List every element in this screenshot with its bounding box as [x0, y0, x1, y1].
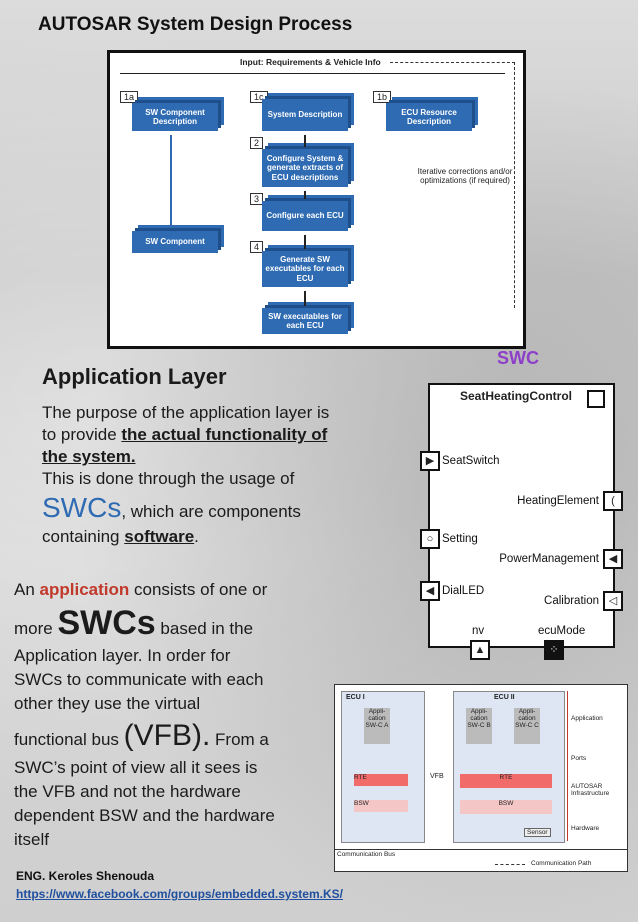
input-label: Input: Requirements & Vehicle Info	[240, 57, 381, 67]
swc-diagram: SeatHeatingControl ▶ SeatSwitch ( Heatin…	[420, 383, 623, 660]
layer-hardware: Hardware	[571, 825, 600, 832]
tag-3: 3	[250, 193, 264, 205]
ecu-resource-description-box: ECU Resource Description	[386, 103, 472, 131]
feedback-line-right	[514, 62, 516, 308]
text-highlight: application	[39, 580, 130, 599]
text-underlined: the actual functionality of the system.	[42, 425, 328, 466]
application-layer-heading: Application Layer	[42, 364, 227, 389]
swc-c: Appli-cation SW-C C	[514, 708, 540, 744]
comm-bus-label: Communication Bus	[337, 851, 396, 858]
text: functional bus	[14, 730, 124, 749]
layer-axis	[567, 691, 568, 841]
rte1: RTE	[354, 774, 408, 786]
port-label: DialLED	[442, 585, 485, 597]
client-port-icon: (	[603, 491, 623, 511]
text: Application layer. In order for	[14, 646, 231, 665]
vfb-diagram: ECU I Appli-cation SW-C A RTE BSW ECU II…	[334, 684, 628, 872]
group-link[interactable]: https://www.facebook.com/groups/embedded…	[16, 887, 343, 901]
text-underlined: software	[124, 527, 195, 546]
connector	[304, 235, 306, 249]
comm-path-label: Communication Path	[531, 860, 592, 867]
comm-bus-line	[335, 849, 627, 850]
sensor: Sensor	[524, 828, 551, 837]
iterative-note: Iterative corrections and/or optimizatio…	[417, 167, 513, 185]
rte2: RTE	[460, 774, 552, 788]
layer-application: Application	[571, 715, 603, 722]
system-description-box: System Description	[262, 99, 348, 131]
ecu1-label: ECU I	[346, 694, 365, 701]
port-label: HeatingElement	[517, 495, 599, 507]
swc-name: SeatHeatingControl	[460, 389, 573, 403]
vfb-label: VFB	[430, 773, 444, 780]
text: An	[14, 580, 40, 599]
text: SWCs to communicate with each	[14, 670, 264, 689]
component-icon	[587, 390, 605, 408]
generate-sw-box: Generate SW executables for each ECU	[262, 251, 348, 287]
layer-infrastructure: AUTOSAR Infrastructure	[571, 783, 610, 797]
sw-component-description-box: SW Component Description	[132, 103, 218, 131]
swcs-big: SWCs	[42, 492, 122, 523]
swcs-big: SWCs	[57, 604, 156, 642]
text: itself	[14, 830, 49, 849]
port-label: PowerManagement	[499, 553, 599, 565]
swc-label: SWC	[497, 348, 539, 368]
bsw2: BSW	[460, 800, 552, 814]
server-port-icon: ○	[420, 529, 440, 549]
mode-port-icon: ⁘	[544, 640, 564, 660]
port-label: SeatSwitch	[442, 455, 500, 467]
tag-1a: 1a	[120, 91, 139, 103]
tag-1b: 1b	[373, 91, 392, 103]
vfb-big: (VFB).	[123, 719, 211, 752]
text: more	[14, 619, 58, 638]
application-text: An application consists of one or more S…	[14, 578, 332, 852]
swc-b: Appli-cation SW-C B	[466, 708, 492, 744]
configure-system-box: Configure System & generate extracts of …	[262, 149, 348, 187]
port-label: Setting	[442, 533, 478, 545]
application-layer-text: The purpose of the application layer is …	[42, 402, 342, 548]
ecu2-label: ECU II	[494, 694, 515, 701]
connector	[304, 191, 306, 199]
comm-path-legend	[495, 864, 525, 865]
text: The purpose of the application layer is …	[42, 403, 330, 444]
port-label: Calibration	[544, 595, 599, 607]
text: dependent BSW and the hardware	[14, 806, 275, 825]
author: ENG. Keroles Shenouda	[16, 869, 155, 883]
text: From a	[210, 730, 269, 749]
connector	[170, 135, 172, 227]
bsw1: BSW	[354, 800, 408, 812]
tag-4: 4	[250, 241, 264, 253]
text: based in the	[155, 619, 254, 638]
layer-ports: Ports	[571, 755, 587, 762]
top-bus-line	[120, 73, 505, 74]
sender-port-icon: ▶	[420, 451, 440, 471]
sw-component-box: SW Component	[132, 231, 218, 253]
receiver-port-icon: ◀	[420, 581, 440, 601]
text: .	[194, 527, 199, 546]
ecu1-box: ECU I Appli-cation SW-C A RTE BSW	[341, 691, 425, 843]
sw-executables-box: SW executables for each ECU	[262, 308, 348, 334]
port-label: nv	[472, 625, 485, 637]
text: consists of one or	[129, 580, 268, 599]
connector	[304, 291, 306, 306]
nv-port-icon: ▲	[470, 640, 490, 660]
text: , which are components	[121, 502, 301, 521]
configure-each-ecu-box: Configure each ECU	[262, 201, 348, 231]
text: SWC’s point of view all it sees is	[14, 758, 258, 777]
text: the VFB and not the hardware	[14, 782, 241, 801]
connector	[304, 135, 306, 147]
process-diagram: Input: Requirements & Vehicle Info 1a 1c…	[107, 50, 526, 349]
tag-2: 2	[250, 137, 264, 149]
receiver-port-icon: ◀	[603, 549, 623, 569]
page-title: AUTOSAR System Design Process	[38, 14, 353, 35]
text: other they use the virtual	[14, 694, 201, 713]
calibration-port-icon: ◁	[603, 591, 623, 611]
text: containing	[42, 527, 125, 546]
swc-a: Appli-cation SW-C A	[364, 708, 390, 744]
ecu2-box: ECU II Appli-cation SW-C B Appli-cation …	[453, 691, 565, 843]
text: This is done through the usage of	[42, 469, 295, 488]
port-label: ecuMode	[538, 625, 586, 637]
feedback-line-top	[390, 62, 515, 64]
